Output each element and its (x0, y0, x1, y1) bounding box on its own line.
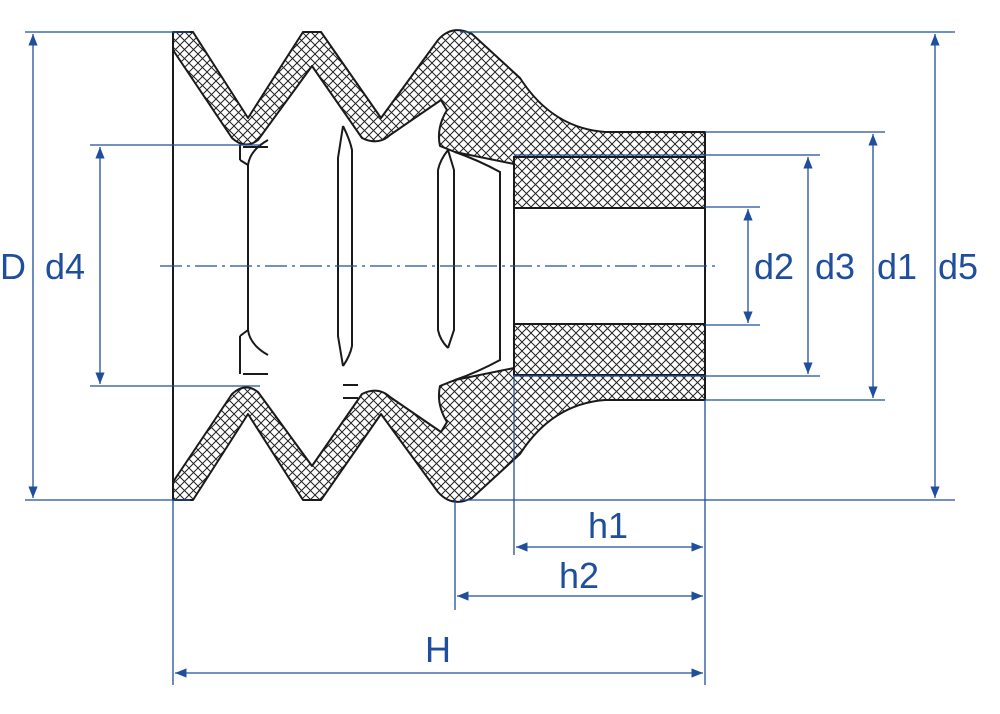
inner-ring-middle (337, 125, 353, 367)
lower-hub-wall (513, 323, 706, 376)
label-d1: d1 (877, 246, 917, 287)
label-d3: d3 (815, 246, 855, 287)
label-d5: d5 (938, 246, 978, 287)
inner-ring-right (437, 149, 455, 349)
label-D: D (0, 246, 26, 287)
upper-bellows-wall (172, 29, 706, 165)
dimensions (25, 31, 955, 685)
label-d4: d4 (45, 246, 85, 287)
lower-bellows-wall (172, 367, 706, 503)
part-body (172, 29, 706, 503)
label-h1: h1 (588, 505, 628, 546)
inner-ring-left (239, 139, 269, 356)
label-h2: h2 (559, 555, 599, 596)
label-d2: d2 (754, 246, 794, 287)
lip-stubs (239, 145, 358, 399)
label-H: H (425, 629, 451, 670)
upper-hub-wall (513, 156, 706, 209)
